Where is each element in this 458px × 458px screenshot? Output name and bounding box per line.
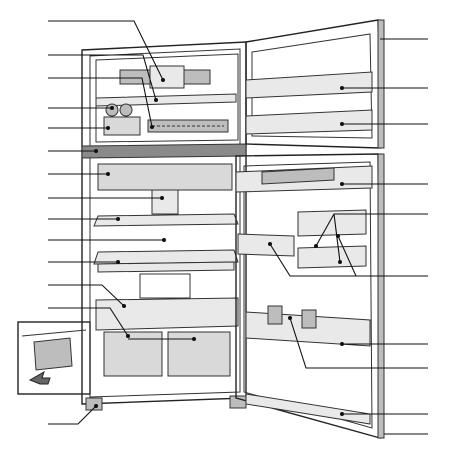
leveling-leg-left (85, 397, 103, 411)
callout-left-5-dot (106, 126, 110, 130)
bottle-holder-2 (301, 309, 317, 329)
leveling-leg-right (229, 395, 247, 409)
callout-right-5-branch-dot (338, 260, 342, 264)
shelf-glass-1 (93, 213, 239, 227)
left-callouts (48, 20, 196, 425)
inset-crisper-part (33, 337, 73, 371)
inset-frame (17, 321, 91, 395)
inset-rail (21, 329, 87, 337)
bottle-holder-1 (267, 305, 283, 325)
callout-left-9-dot (116, 217, 120, 221)
door-bin-left (237, 233, 295, 257)
refrigerator-door (235, 153, 385, 439)
callout-right-6-dot (336, 234, 340, 238)
fresh-meat-drawer (97, 163, 233, 191)
shelf-glass-2-trim (97, 261, 235, 273)
freezer-compartment (95, 53, 239, 143)
callout-left-7-dot (106, 172, 110, 176)
dairy-lid (261, 167, 335, 185)
ice-bin (103, 116, 141, 136)
callout-left-13 (48, 307, 129, 337)
callout-right-3-dot (340, 122, 344, 126)
callout-left-8-dot (160, 196, 164, 200)
callout-right-2-dot (340, 86, 344, 90)
callout-right-4-dot (340, 182, 344, 186)
inset-arrow-icon (28, 370, 51, 385)
callout-left-12-dot (122, 304, 126, 308)
freezer-door (245, 19, 385, 149)
callout-left-13-dot (126, 334, 130, 338)
freezer-shelf (95, 93, 237, 107)
right-callouts (268, 38, 428, 435)
callout-right-7-dot (268, 242, 272, 246)
callout-right-8-dot (340, 342, 344, 346)
callout-right-10-dot (340, 412, 344, 416)
callout-right-9 (289, 317, 428, 369)
detail-inset (17, 321, 91, 395)
egg-tray (297, 209, 367, 237)
callout-left-11-dot (116, 260, 120, 264)
callout-left-14-dot (94, 404, 98, 408)
freezer-door-edge (377, 19, 385, 149)
callout-left-6-dot (94, 149, 98, 153)
vegetable-crisper-cover (95, 297, 239, 331)
callout-right-9-dot (288, 316, 292, 320)
callout-left-2-dot (154, 98, 158, 102)
compartment-divider (81, 143, 247, 159)
fridge-door-edge (377, 153, 385, 439)
shelf-glass-2 (93, 249, 239, 265)
freezer-door-liner (251, 33, 373, 139)
fresh-food-compartment (93, 163, 239, 377)
freezer-interior (95, 53, 239, 143)
callout-left-12 (48, 284, 125, 307)
freezer-door-bin-2 (245, 109, 373, 135)
callout-right-5-dot (314, 244, 318, 248)
freezer-door-bin-1 (245, 71, 373, 99)
callout-left-14 (48, 405, 97, 425)
callout-left-3 (48, 77, 153, 128)
freezer-light-cover (149, 65, 185, 89)
callout-right-7 (269, 243, 428, 277)
temperature-control-box (151, 189, 179, 215)
cabinet-inner-liner (89, 48, 241, 398)
crisper-frame (139, 273, 191, 299)
callout-left-3-dot (150, 125, 154, 129)
callout-left-2 (48, 54, 157, 101)
callout-right-5-branch (333, 213, 341, 263)
callout-left-1-dot (161, 78, 165, 82)
fridge-door-liner (243, 161, 373, 429)
callout-left-1 (48, 20, 164, 81)
callout-left-10-dot (162, 238, 166, 242)
small-door-bin (297, 245, 367, 269)
callout-left-13-branch-dot (192, 337, 196, 341)
bottom-door-bin (245, 393, 371, 425)
ice-tray-knob-2 (119, 103, 133, 117)
callout-left-4-dot (110, 106, 114, 110)
